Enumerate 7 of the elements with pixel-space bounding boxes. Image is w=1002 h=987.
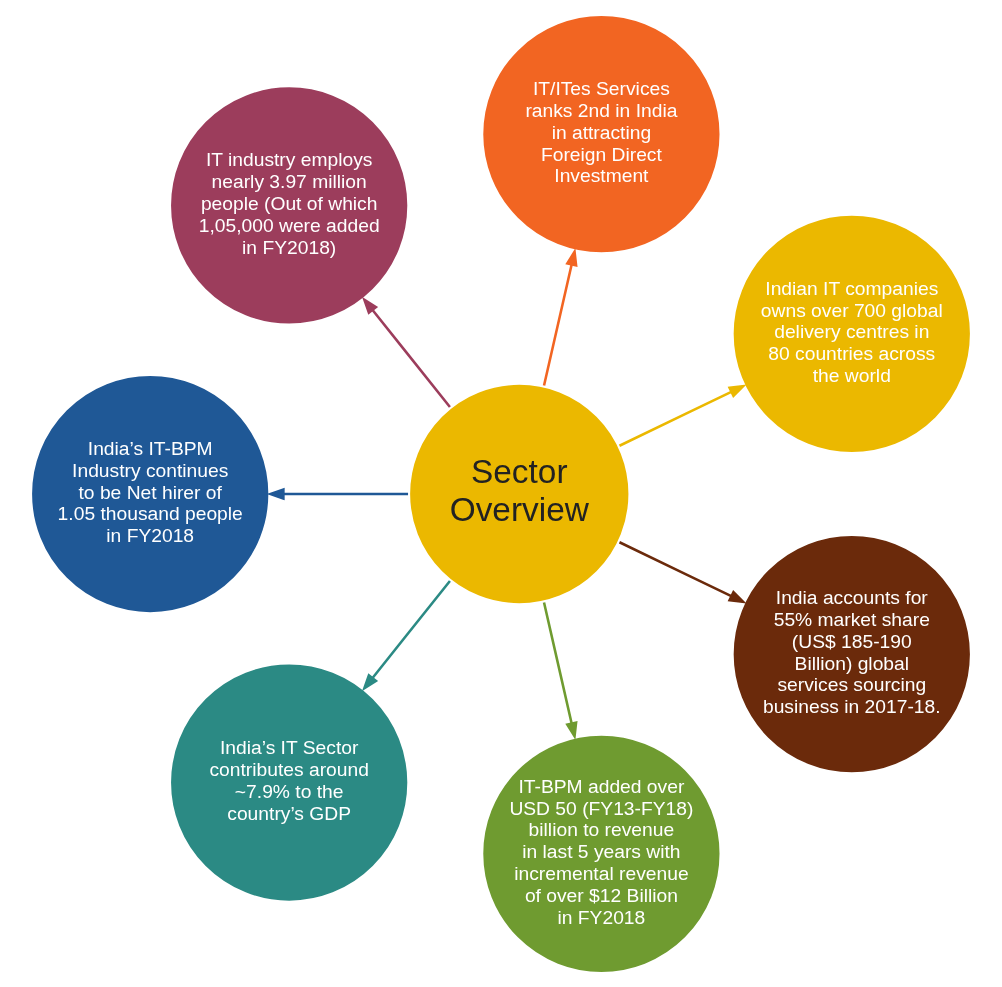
arrow: [361, 579, 451, 691]
arrow: [618, 540, 747, 603]
arrow: [542, 601, 578, 740]
arrow: [618, 384, 747, 447]
arrow: [361, 296, 451, 408]
arrow: [266, 487, 409, 500]
arrow: [542, 247, 578, 386]
